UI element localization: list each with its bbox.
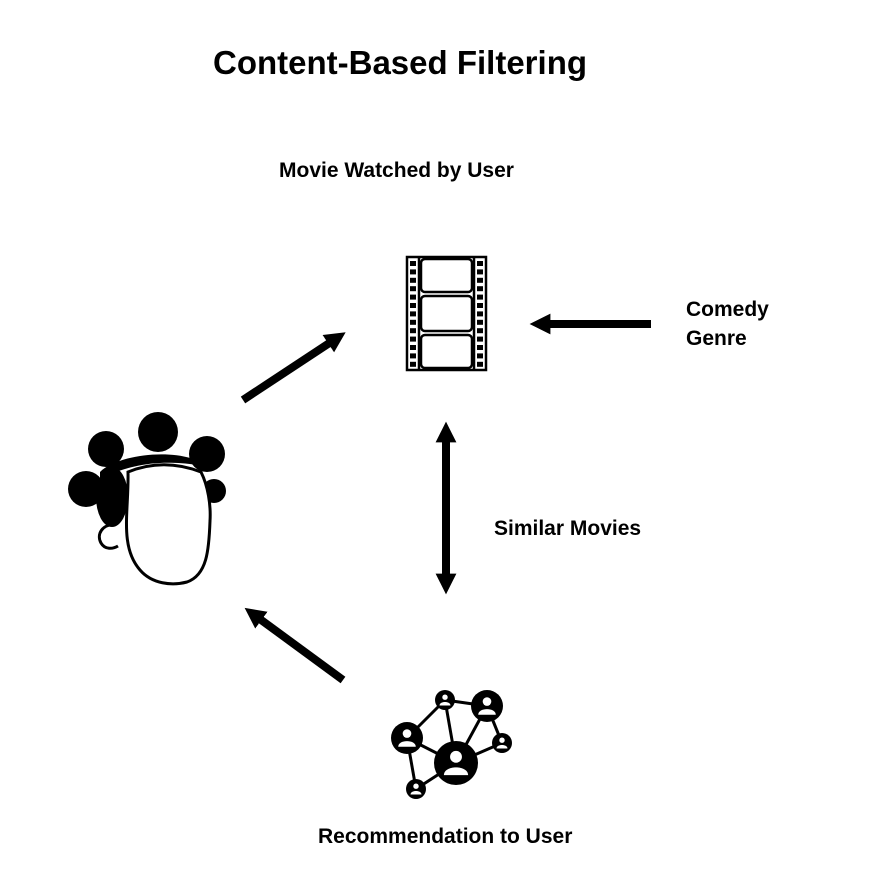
arrow-reco-to-user	[244, 607, 346, 684]
network-person-node	[435, 690, 455, 710]
genre-line-1: Comedy	[686, 298, 769, 321]
network-person-node	[406, 779, 426, 799]
network-person-node	[471, 690, 503, 722]
arrow-user-to-movie	[240, 332, 346, 404]
genre-label: Comedy Genre	[686, 295, 769, 353]
similar-movies-label: Similar Movies	[494, 517, 642, 540]
network-person-node	[492, 733, 512, 753]
network-person-node	[434, 741, 478, 785]
diagram-title: Content-Based Filtering	[213, 44, 588, 81]
network-person-node	[391, 722, 423, 754]
recommendation-label: Recommendation to User	[318, 825, 573, 848]
movie-watched-label: Movie Watched by User	[279, 159, 514, 182]
genre-line-2: Genre	[686, 327, 747, 350]
